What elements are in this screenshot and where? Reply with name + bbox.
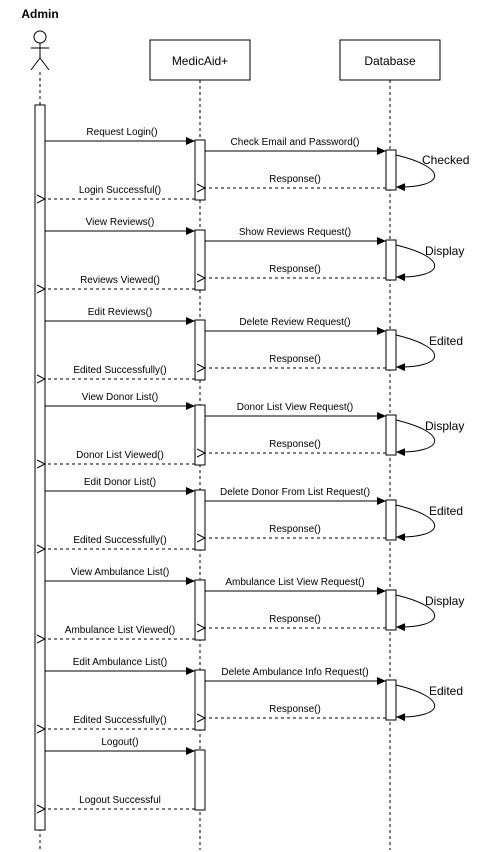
- medicaid-activation-bar: [194, 489, 206, 551]
- request-label: Edit Reviews(): [88, 307, 152, 318]
- reply-label: Logout Successful: [79, 795, 161, 806]
- database-activation-bar: [385, 589, 397, 631]
- database-activation-bar: [385, 329, 397, 371]
- admin-actor: Admin: [21, 7, 59, 71]
- self-note: Edited: [429, 504, 463, 518]
- self-call-arrow: [395, 504, 436, 542]
- stick-figure-icon: [30, 30, 50, 71]
- db-request-label: Check Email and Password(): [231, 137, 360, 148]
- medicaid-activation-bar: [194, 319, 206, 381]
- step-1: View Reviews() Show Reviews Request() Di…: [45, 217, 464, 290]
- self-note: Checked: [422, 153, 469, 167]
- reply-label: Edited Successfully(): [73, 535, 166, 546]
- request-label: View Ambulance List(): [71, 567, 170, 578]
- db-response-label: Response(): [269, 174, 321, 185]
- self-call-arrow: [395, 244, 436, 282]
- db-response-label: Response(): [269, 524, 321, 535]
- self-note: Edited: [429, 334, 463, 348]
- self-note: Display: [425, 419, 464, 433]
- self-call-arrow: [395, 684, 436, 722]
- step-5: View Ambulance List() Ambulance List Vie…: [45, 567, 464, 640]
- database-activation-bar: [385, 679, 397, 721]
- participant-medicaid: MedicAid+: [149, 39, 251, 81]
- step-6: Edit Ambulance List() Delete Ambulance I…: [45, 657, 463, 730]
- db-request-label: Show Reviews Request(): [239, 227, 351, 238]
- participant-database-label: Database: [364, 54, 416, 68]
- reply-label: Edited Successfully(): [73, 365, 166, 376]
- db-response-label: Response(): [269, 354, 321, 365]
- request-label: Edit Donor List(): [84, 477, 156, 488]
- request-label: Logout(): [101, 737, 138, 748]
- step-3: View Donor List() Donor List View Reques…: [45, 392, 464, 465]
- db-request-label: Delete Review Request(): [239, 317, 350, 328]
- request-label: View Donor List(): [82, 392, 159, 403]
- self-note: Display: [425, 244, 464, 258]
- db-request-label: Delete Donor From List Request(): [220, 487, 370, 498]
- self-call-arrow: [395, 594, 436, 632]
- db-request-label: Ambulance List View Request(): [225, 577, 364, 588]
- self-call-arrow: [395, 154, 436, 192]
- self-note: Display: [425, 594, 464, 608]
- medicaid-activation-bar: [194, 579, 206, 641]
- db-response-label: Response(): [269, 704, 321, 715]
- reply-label: Edited Successfully(): [73, 715, 166, 726]
- request-label: Request Login(): [86, 127, 157, 138]
- self-note: Edited: [429, 684, 463, 698]
- participant-database: Database: [339, 39, 441, 81]
- admin-activation-bar: [34, 104, 46, 831]
- reply-label: Donor List Viewed(): [76, 450, 164, 461]
- self-call-arrow: [395, 334, 436, 372]
- database-activation-bar: [385, 239, 397, 281]
- medicaid-activation-bar: [194, 139, 206, 201]
- medicaid-activation-bar: [194, 749, 206, 811]
- reply-label: Reviews Viewed(): [80, 275, 160, 286]
- actor-name: Admin: [21, 7, 58, 21]
- db-request-label: Delete Ambulance Info Request(): [221, 667, 368, 678]
- medicaid-activation-bar: [194, 229, 206, 291]
- db-request-label: Donor List View Request(): [237, 402, 354, 413]
- step-4: Edit Donor List() Delete Donor From List…: [45, 477, 463, 550]
- db-response-label: Response(): [269, 264, 321, 275]
- db-response-label: Response(): [269, 439, 321, 450]
- participant-medicaid-label: MedicAid+: [172, 54, 228, 68]
- db-response-label: Response(): [269, 614, 321, 625]
- step-2: Edit Reviews() Delete Review Request() E…: [45, 307, 463, 380]
- reply-label: Login Successful(): [79, 185, 161, 196]
- self-call-arrow: [395, 419, 436, 457]
- medicaid-activation-bar: [194, 669, 206, 731]
- database-activation-bar: [385, 149, 397, 191]
- step-7: Logout() Logout Successful: [45, 737, 206, 811]
- step-0: Request Login() Check Email and Password…: [45, 127, 469, 200]
- reply-label: Ambulance List Viewed(): [65, 625, 175, 636]
- request-label: View Reviews(): [86, 217, 155, 228]
- request-label: Edit Ambulance List(): [73, 657, 168, 668]
- database-activation-bar: [385, 414, 397, 456]
- medicaid-activation-bar: [194, 404, 206, 466]
- database-activation-bar: [385, 499, 397, 541]
